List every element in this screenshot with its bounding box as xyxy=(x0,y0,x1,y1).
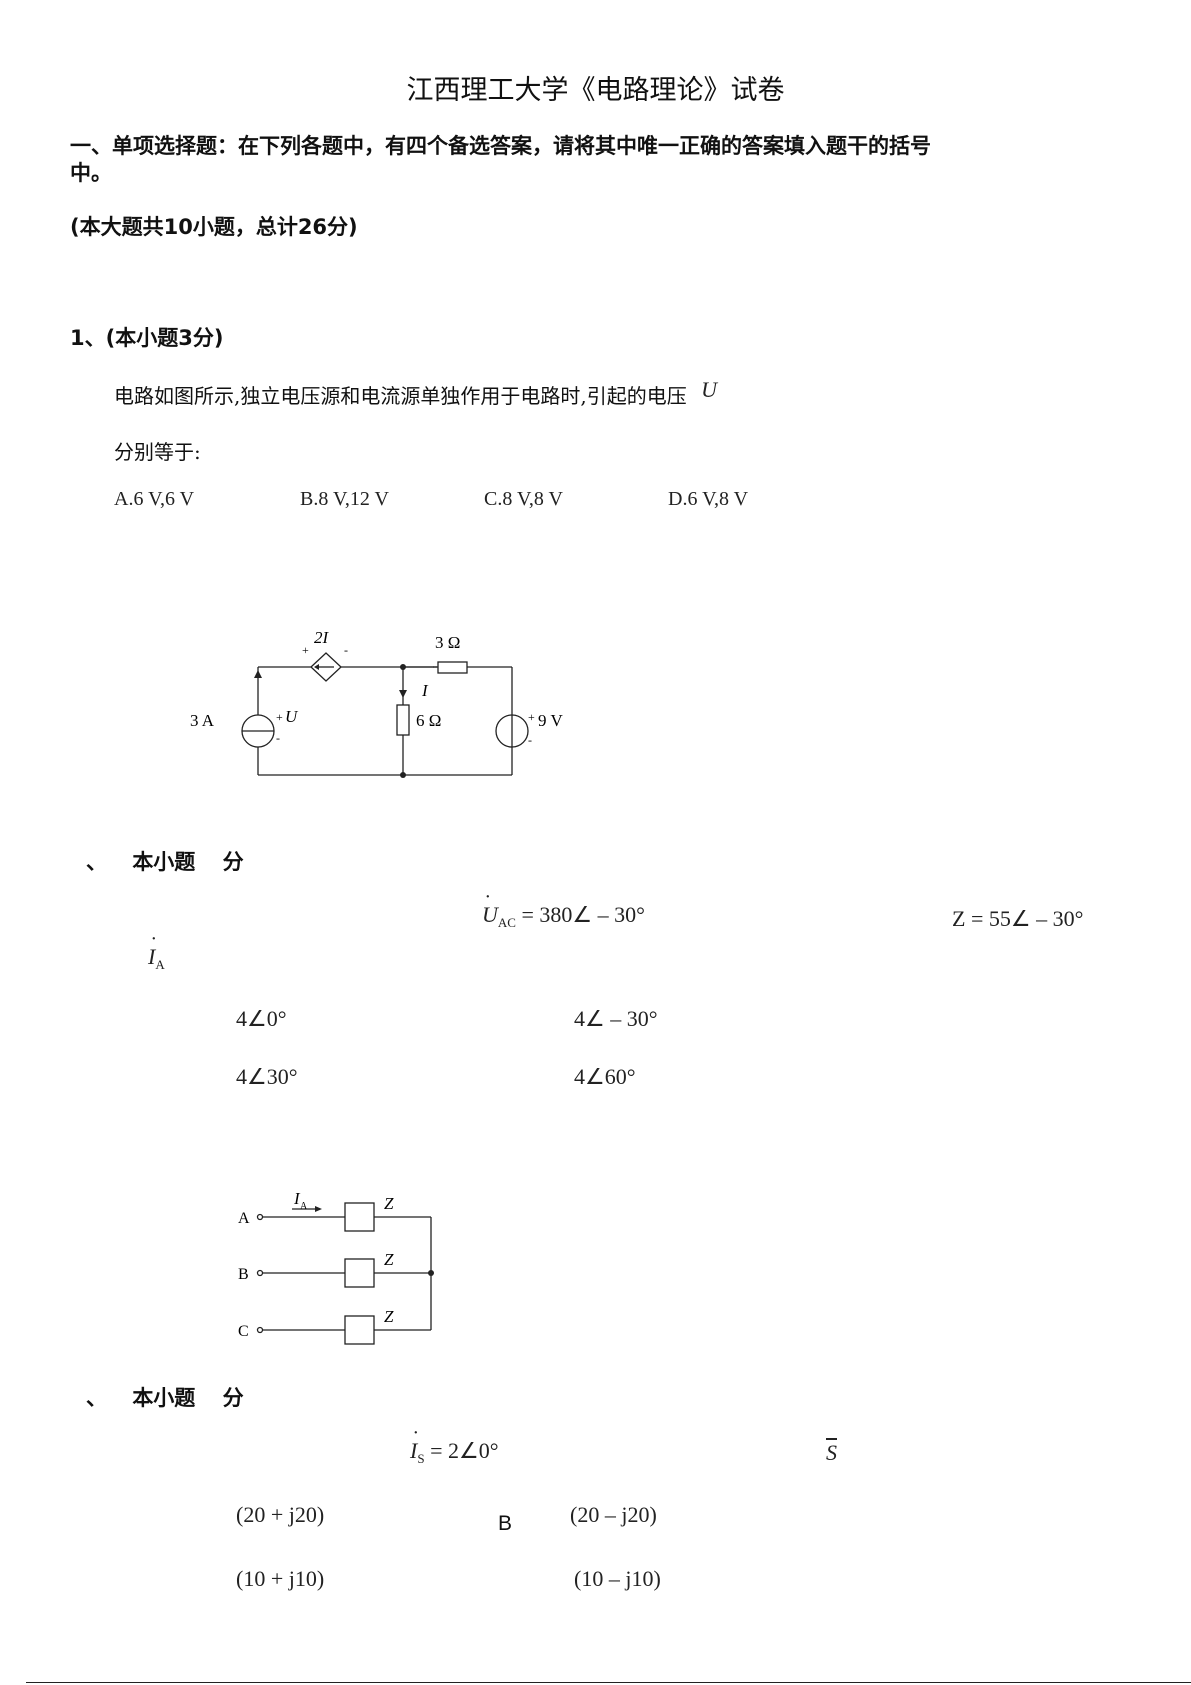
q1-fig-r6-label: 6 Ω xyxy=(416,711,441,730)
q2-given-voltage: UAC = 380∠ – 30° xyxy=(482,886,645,931)
q1-fig-r3-label: 3 Ω xyxy=(435,633,460,652)
q2-asked-current: IA xyxy=(148,928,165,973)
q2-fig-node-a: A xyxy=(238,1210,250,1227)
q3-option-b: (20 – j20) xyxy=(570,1502,657,1527)
q2-given-impedance: Z = 55∠ – 30° xyxy=(952,906,1084,931)
q3-stray-letter: B xyxy=(498,1512,513,1535)
q3-given-current: IS = 2∠0° xyxy=(410,1422,499,1467)
q2-fig-node-b: B xyxy=(238,1266,249,1283)
q1-label: 1、(本小题3分) xyxy=(70,326,224,350)
q3-option-c: (10 + j10) xyxy=(236,1566,325,1591)
q2-option-c: 4∠30° xyxy=(236,1064,298,1089)
q2-fig-z-label-b: Z xyxy=(384,1250,394,1269)
q2-three-phase-diagram: A B C I A Z Z Z xyxy=(238,1189,434,1345)
page-title: 江西理工大学《电路理论》试卷 xyxy=(406,75,785,106)
q2-label: 、 本小题 分 xyxy=(86,850,244,874)
q2-fig-current-sub: A xyxy=(300,1201,308,1212)
q2-fig-node-c: C xyxy=(238,1323,249,1340)
section-heading-line2: 中。 xyxy=(70,161,112,185)
q1-stem-line1: 电路如图所示,独立电压源和电流源单独作用于电路时,引起的电压 U xyxy=(114,377,717,408)
q1-fig-plus-1: + xyxy=(302,643,309,657)
q2-option-a: 4∠0° xyxy=(236,1006,287,1031)
q1-fig-plus-2: + xyxy=(276,710,283,724)
q1-option-c: C.8 V,8 V xyxy=(484,488,563,510)
section-summary: (本大题共10小题，总计26分) xyxy=(70,215,358,239)
q1-stem-line2: 分别等于: xyxy=(114,440,201,464)
q3-asked-power: S xyxy=(826,1440,837,1465)
q1-option-b: B.8 V,12 V xyxy=(300,488,389,510)
section-heading-line1: 一、单项选择题：在下列各题中，有四个备选答案，请将其中唯一正确的答案填入题干的括… xyxy=(70,134,931,158)
page-bottom-rule xyxy=(26,1682,1191,1683)
q1-fig-minus-3: - xyxy=(528,733,532,747)
q3-option-d: (10 – j10) xyxy=(574,1566,661,1591)
q3-option-a: (20 + j20) xyxy=(236,1502,325,1527)
q1-fig-current-label: I xyxy=(421,681,429,700)
q1-fig-dep-source-label: 2I xyxy=(314,628,330,647)
q1-fig-minus-2: - xyxy=(276,731,280,745)
q2-fig-z-label-c: Z xyxy=(384,1307,394,1326)
q1-stem-symbol: U xyxy=(701,377,717,402)
q2-fig-z-label-a: Z xyxy=(384,1194,394,1213)
q1-fig-voltage-label: U xyxy=(285,707,299,726)
q1-fig-voltage-source-label: 9 V xyxy=(538,711,563,730)
q1-fig-plus-3: + xyxy=(528,710,535,724)
q2-fig-current-label: I xyxy=(293,1189,301,1208)
q2-option-d: 4∠60° xyxy=(574,1064,636,1089)
q1-circuit-diagram: 2I + - 3 Ω I 6 Ω 3 A + U - + 9 V - xyxy=(190,628,563,778)
q1-option-a: A.6 V,6 V xyxy=(114,488,195,510)
q1-option-d: D.6 V,8 V xyxy=(668,488,749,510)
q2-option-b: 4∠ – 30° xyxy=(574,1006,658,1031)
q3-label: 、 本小题 分 xyxy=(86,1386,244,1410)
q1-fig-current-source-label: 3 A xyxy=(190,711,215,730)
q1-fig-minus-1: - xyxy=(344,643,348,657)
